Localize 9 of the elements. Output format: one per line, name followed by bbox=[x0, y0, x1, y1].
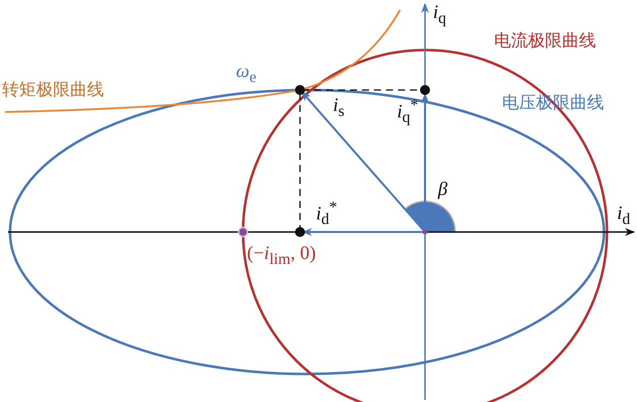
curve-label: 转矩极限曲线 bbox=[2, 82, 104, 99]
curve-label: ω$_{e}$ bbox=[236, 62, 256, 86]
point-label: (−i$_{lim}$, 0) bbox=[247, 244, 316, 268]
axis-label: i$_{d}$ bbox=[617, 204, 630, 228]
axis-label: i$_{q}$ bbox=[433, 3, 446, 27]
vector-label: i$_{s}$ bbox=[333, 96, 344, 120]
angle-label: β bbox=[438, 180, 448, 199]
curve-label: 电流极限曲线 bbox=[494, 33, 596, 50]
curve-label: 电压极限曲线 bbox=[502, 95, 604, 112]
